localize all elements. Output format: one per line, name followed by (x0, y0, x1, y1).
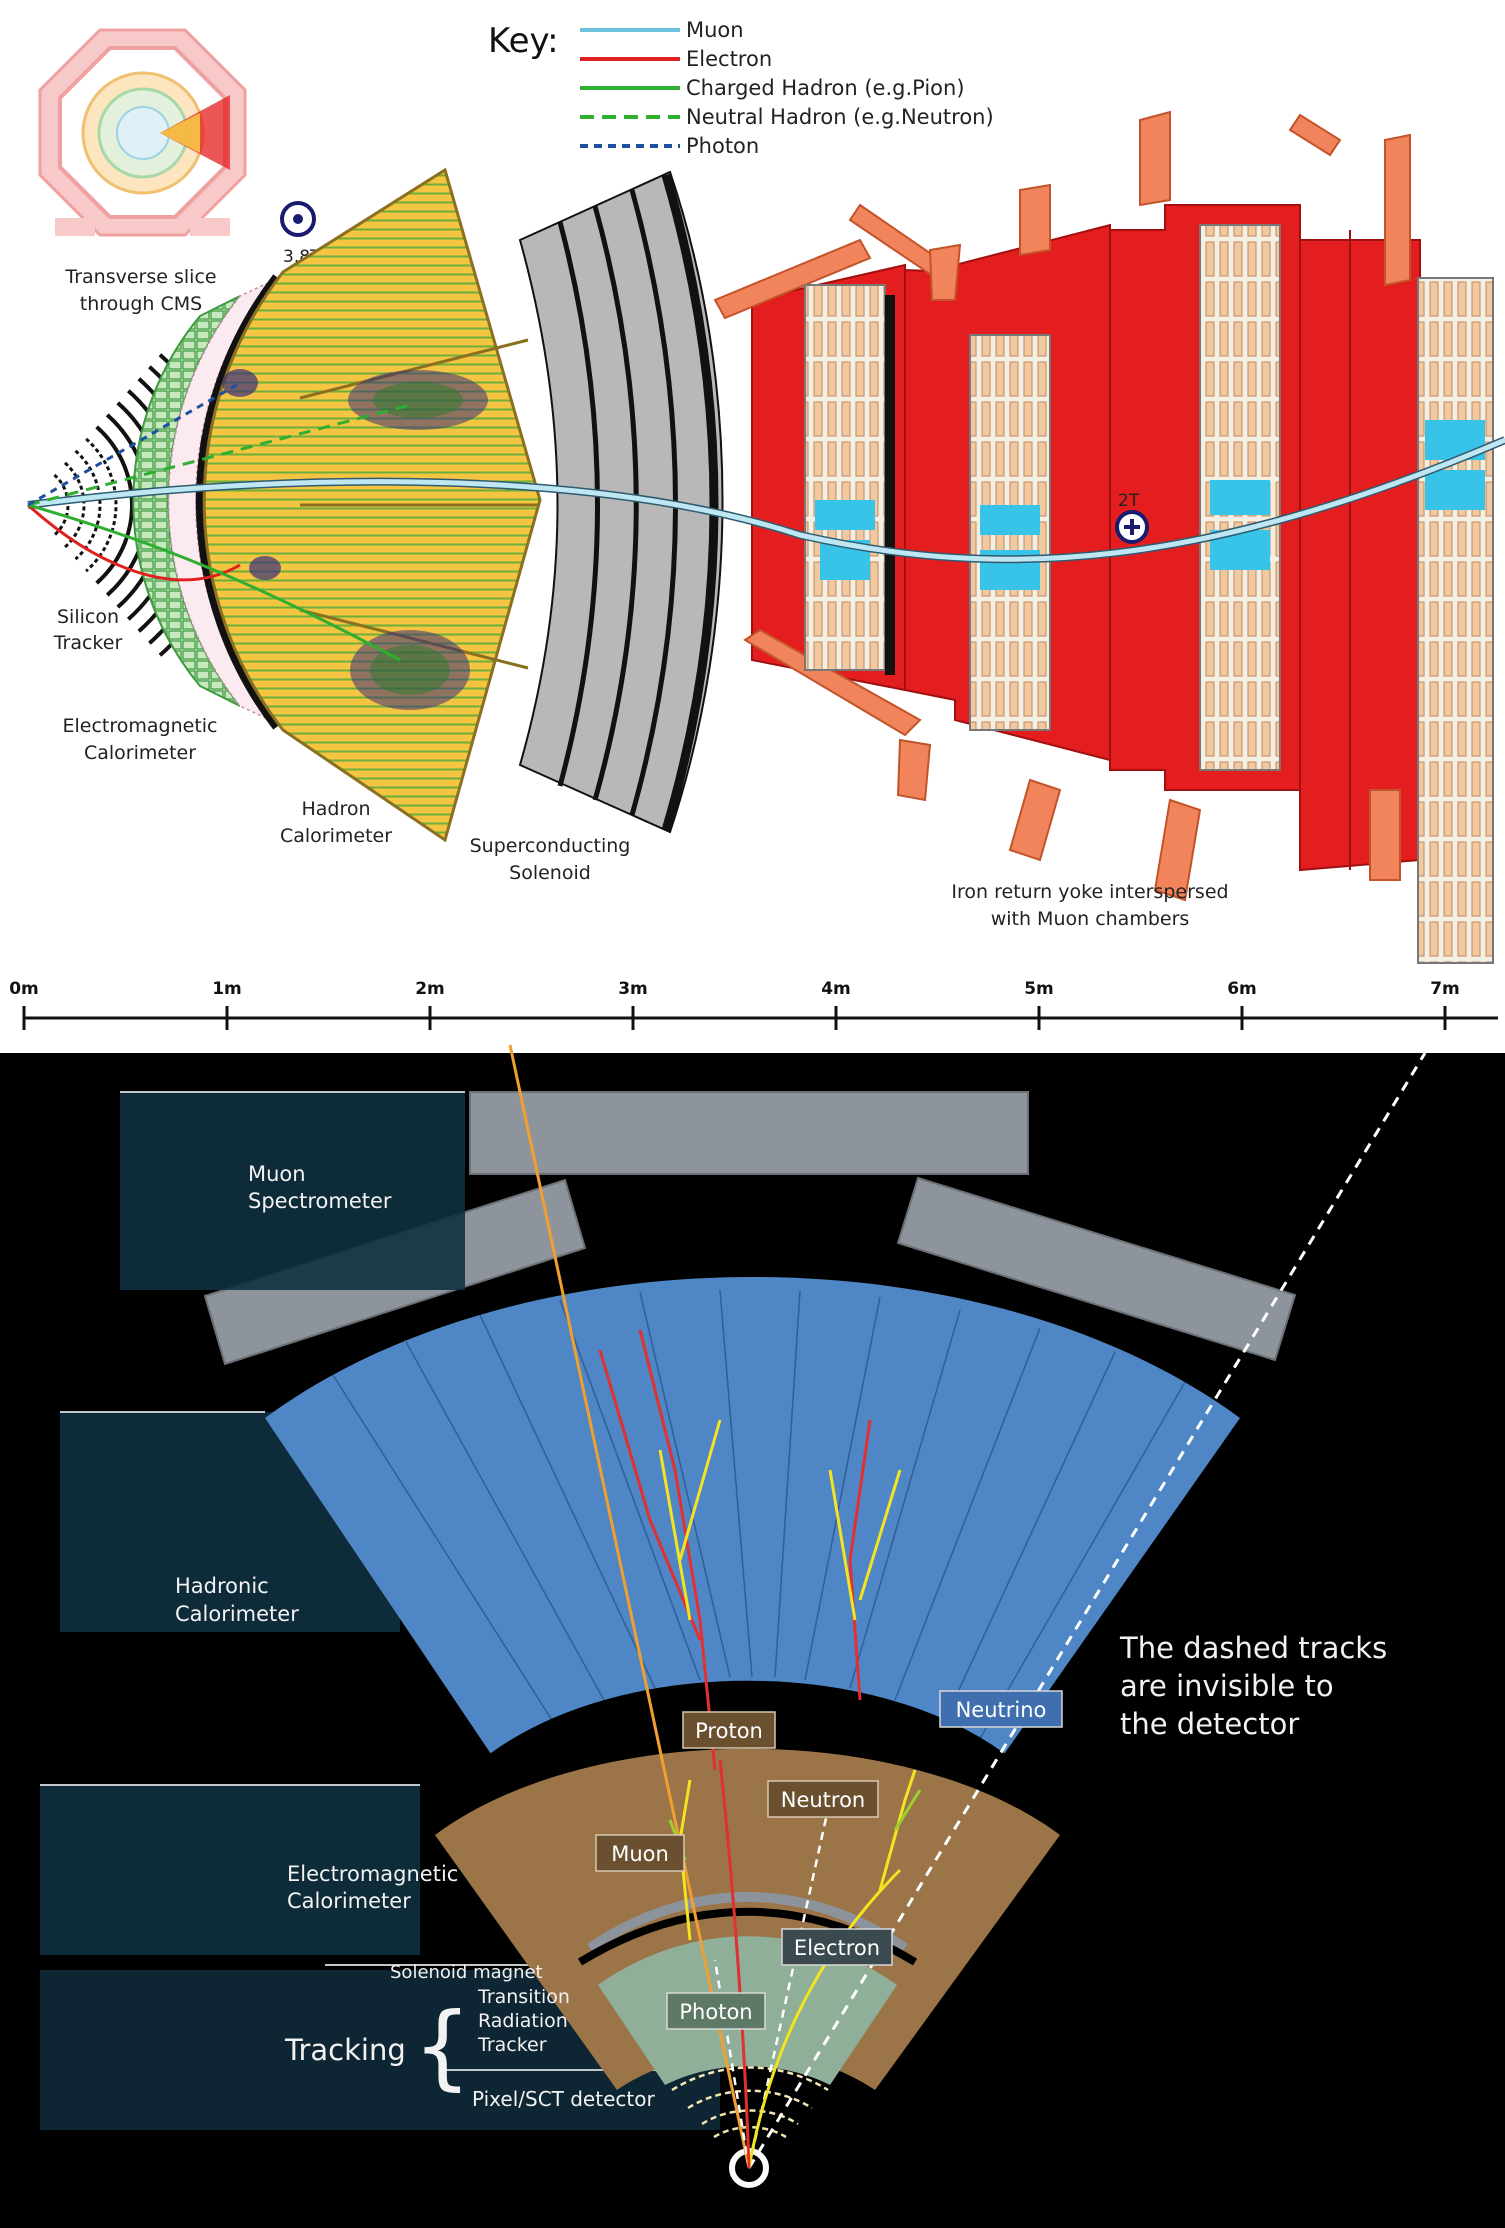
em-calorimeter-region (435, 1748, 1060, 2090)
hadronic-calorimeter-region (265, 1277, 1240, 1760)
electron-track (26, 503, 241, 582)
hadron-shower-upper (348, 370, 488, 430)
muon-chambers (804, 224, 1494, 964)
photon-track (27, 381, 241, 507)
yoke-label-1: Iron return yoke interspersed (951, 881, 1228, 903)
key-label-4: Photon (686, 134, 759, 158)
key-label-3: Neutral Hadron (e.g.Neutron) (686, 105, 994, 129)
tracking-label: Tracking (284, 2033, 406, 2067)
hadronic-label-1: Hadronic (175, 1574, 269, 1598)
cms-inset-slice (38, 28, 247, 237)
tracker-layer (95, 425, 134, 585)
key-label-0: Muon (686, 18, 744, 42)
atlas-solenoid (587, 1892, 908, 1953)
key-label-1: Electron (686, 47, 772, 71)
note-line-2: are invisible to (1120, 1669, 1334, 1703)
charged-hadron-track (27, 503, 401, 662)
em-label-1: Electromagnetic (287, 1862, 458, 1886)
distance-scale: 0m 1m 2m 3m 4m 5m 6m 7m (9, 979, 1498, 1030)
scale-label: 1m (212, 979, 242, 999)
hcal-label-1: Hadron (301, 798, 370, 820)
atlas-label-panels (40, 1091, 720, 2130)
cms-panel: Transverse slice through CMS Key: MuonEl… (0, 0, 1505, 1045)
proton-label: Proton (695, 1719, 763, 1743)
em-shower-lower (249, 556, 281, 580)
field-into-page-icon (1115, 510, 1149, 544)
pixel-sct-label: Pixel/SCT detector (472, 2087, 655, 2111)
muon-spectrometer-label-1: Muon (248, 1162, 306, 1186)
inset-caption-line2: through CMS (80, 293, 202, 315)
atlas-panel: Proton Neutron Muon Electron Photon Neut… (0, 1044, 1505, 2228)
key-label-2: Charged Hadron (e.g.Pion) (686, 76, 965, 100)
scale-label: 3m (618, 979, 648, 999)
em-shower-upper (222, 369, 258, 397)
atlas-particle-tracks (508, 1044, 1427, 2169)
ecal-label-1: Electromagnetic (62, 715, 217, 737)
hadronic-jets (598, 1329, 922, 1941)
neutrino-track (747, 1052, 1427, 2169)
solenoid-magnet-label: Solenoid magnet (390, 1962, 543, 1983)
tracker-layer (53, 473, 70, 537)
hcal-label-2: Calorimeter (280, 825, 392, 847)
hadronic-calorimeter-segments (332, 1289, 1186, 1743)
note-line-1: The dashed tracks (1119, 1631, 1387, 1665)
neutron-label: Neutron (781, 1788, 866, 1812)
solenoid-label-1: Superconducting (470, 835, 631, 857)
photon-label: Photon (679, 2000, 752, 2024)
particle-labels: Proton Neutron Muon Electron Photon Neut… (595, 1690, 1063, 2030)
key-title: Key: (488, 21, 559, 61)
scale-label: 2m (415, 979, 445, 999)
proton-track (718, 1759, 751, 2169)
tracker-label-2: Tracker (53, 632, 123, 654)
electron-track-atlas (747, 1868, 902, 2169)
muon-spectrometer-label-2: Spectrometer (248, 1189, 392, 1213)
cms-particle-tracks (26, 381, 1505, 662)
electron-label: Electron (794, 1936, 880, 1960)
brace-icon: { (413, 1993, 472, 2100)
hadronic-label-2: Calorimeter (175, 1602, 299, 1626)
scale-label: 6m (1227, 979, 1257, 999)
muon-label: Muon (611, 1842, 669, 1866)
muon-track-atlas (508, 1044, 751, 2169)
trt-label-1: Transition (477, 1986, 570, 2008)
scale-label: 4m (821, 979, 851, 999)
field-out-of-page-icon (280, 201, 316, 237)
solenoid-region (518, 170, 724, 834)
ecal-label-2: Calorimeter (84, 742, 196, 764)
trt-label-2: Radiation (478, 2010, 568, 2032)
yoke-supports (713, 110, 1411, 902)
neutral-hadron-track (27, 403, 411, 507)
tracker-label-1: Silicon (57, 606, 119, 628)
em-label-2: Calorimeter (287, 1889, 411, 1913)
note-line-3: the detector (1120, 1707, 1299, 1741)
pixel-sct-layers (671, 2066, 829, 2139)
yoke-label-2: with Muon chambers (991, 908, 1190, 930)
scale-label: 5m (1024, 979, 1054, 999)
neutrino-label: Neutrino (956, 1698, 1047, 1722)
solenoid-label-2: Solenoid (509, 862, 591, 884)
scale-label: 0m (9, 979, 39, 999)
field-outer-label: 2T (1118, 491, 1140, 511)
trt-label-3: Tracker (477, 2034, 547, 2056)
scale-label: 7m (1430, 979, 1460, 999)
inset-caption-line1: Transverse slice (64, 266, 216, 288)
